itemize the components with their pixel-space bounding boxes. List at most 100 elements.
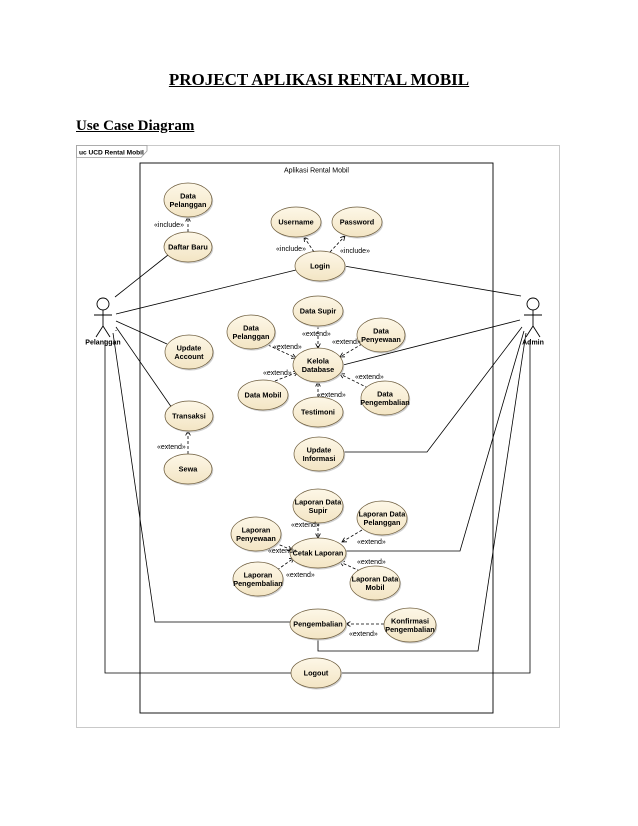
use-case-ellipse	[293, 436, 345, 472]
assoc-admin-pengembalian	[317, 332, 527, 652]
use-case-label: Penyewaan	[361, 335, 401, 344]
stereotype-extend-label: «extend»	[357, 539, 386, 546]
stereotype-extend-label: «extend»	[286, 572, 315, 579]
use-case-label: Cetak Laporan	[293, 549, 344, 558]
use-case-label: Data Supir	[300, 307, 337, 316]
use-case-pengembalian[interactable]: Pengembalian	[289, 608, 348, 641]
use-case-label: Kelola	[307, 356, 330, 365]
use-case-password[interactable]: Password	[331, 206, 384, 239]
use-case-label: Update	[177, 343, 202, 352]
actor-admin[interactable]	[524, 297, 542, 338]
use-case-label: Laporan Data	[295, 497, 343, 506]
use-case-data-mobil[interactable]: Data Mobil	[237, 379, 290, 412]
use-case-label: Pelanggan	[364, 518, 401, 527]
dep-laporan-pelanggan-extend-cetak	[341, 529, 363, 543]
use-case-cetak-laporan[interactable]: Cetak Laporan	[289, 537, 348, 570]
stereotype-extend-label: «extend»	[357, 559, 386, 566]
use-case-ellipse	[356, 500, 408, 536]
assoc-admin-kelola	[342, 319, 521, 366]
dep-laporan-penyewaan-extend-cetak	[274, 542, 293, 551]
dep-data-pelanggan-extend-kelola	[267, 344, 297, 359]
use-case-data-supir[interactable]: Data Supir	[292, 295, 345, 328]
stereotype-include-label: «include»	[276, 246, 306, 253]
stereotype-extend-label: «extend»	[263, 370, 292, 377]
use-case-ellipse	[232, 561, 284, 597]
use-case-testimoni[interactable]: Testimoni	[292, 396, 345, 429]
use-case-ellipse	[163, 453, 213, 485]
use-case-label: Account	[174, 352, 204, 361]
use-case-login[interactable]: Login	[294, 250, 347, 283]
assoc-pelanggan-logout	[104, 340, 291, 674]
use-case-label: Data Mobil	[245, 391, 282, 400]
stereotype-extend-label: «extend»	[332, 339, 361, 346]
use-case-label: Supir	[309, 506, 328, 515]
use-case-ellipse	[360, 380, 410, 416]
use-case-daftar-baru[interactable]: Daftar Baru	[163, 231, 214, 264]
use-case-ellipse	[292, 488, 344, 524]
use-case-label: Transaksi	[172, 412, 206, 421]
assoc-pelanggan-login	[115, 269, 297, 315]
actor-admin-head	[526, 297, 540, 311]
assoc-admin-cetak-laporan	[346, 330, 525, 552]
use-case-label: Laporan Data	[359, 509, 407, 518]
use-case-label: Pengembalian	[360, 398, 409, 407]
use-case-label: Data	[243, 323, 260, 332]
use-case-label: Pengembalian	[293, 620, 342, 629]
use-case-label: Konfirmasi	[391, 616, 429, 625]
stereotype-extend-label: «extend»	[349, 631, 378, 638]
use-case-sewa[interactable]: Sewa	[163, 453, 214, 486]
dep-data-mobil-extend-kelola	[274, 371, 299, 382]
use-case-ellipse	[163, 182, 213, 218]
use-case-label: Pelanggan	[233, 332, 270, 341]
use-case-username[interactable]: Username	[270, 206, 323, 239]
section-title: Use Case Diagram	[76, 118, 195, 134]
assoc-pelanggan-pengembalian	[112, 332, 290, 623]
actor-admin-leg-left	[525, 325, 534, 338]
actor-pelanggan[interactable]	[94, 297, 112, 338]
use-case-label: Penyewaan	[236, 534, 276, 543]
dep-login-include-password	[329, 235, 346, 253]
use-case-ellipse	[289, 608, 347, 640]
stereotype-extend-label: «extend»	[302, 331, 331, 338]
use-case-ellipse	[331, 206, 383, 238]
use-case-ellipse	[290, 657, 342, 689]
use-case-label: Update	[307, 445, 332, 454]
use-case-label: Sewa	[179, 465, 199, 474]
assoc-admin-logout	[341, 340, 531, 674]
use-case-ellipse	[164, 334, 214, 370]
use-case-ellipse	[356, 317, 406, 353]
dep-data-pengembalian-extend-kelola	[339, 373, 369, 389]
use-case-label: Laporan	[242, 525, 271, 534]
use-case-ellipse	[349, 565, 401, 601]
dep-laporan-pengembalian-extend-cetak	[276, 557, 295, 571]
use-case-ellipse	[163, 231, 213, 263]
use-case-label: Username	[278, 218, 313, 227]
use-case-label: Laporan Data	[352, 574, 400, 583]
use-case-transaksi[interactable]: Transaksi	[164, 400, 215, 433]
use-case-ellipse	[230, 516, 282, 552]
use-case-label: Testimoni	[301, 408, 335, 417]
use-case-logout[interactable]: Logout	[290, 657, 343, 690]
use-case-ellipse	[383, 607, 437, 643]
stereotype-extend-label: «extend»	[317, 392, 346, 399]
assoc-admin-login	[343, 265, 522, 297]
stereotype-extend-label: «extend»	[355, 374, 384, 381]
use-case-label: Informasi	[303, 454, 336, 463]
dep-data-penyewaan-extend-kelola	[339, 343, 363, 358]
dep-login-include-username	[303, 236, 315, 253]
dep-laporan-pelanggan-extend-cetak-arrowhead	[341, 537, 348, 543]
